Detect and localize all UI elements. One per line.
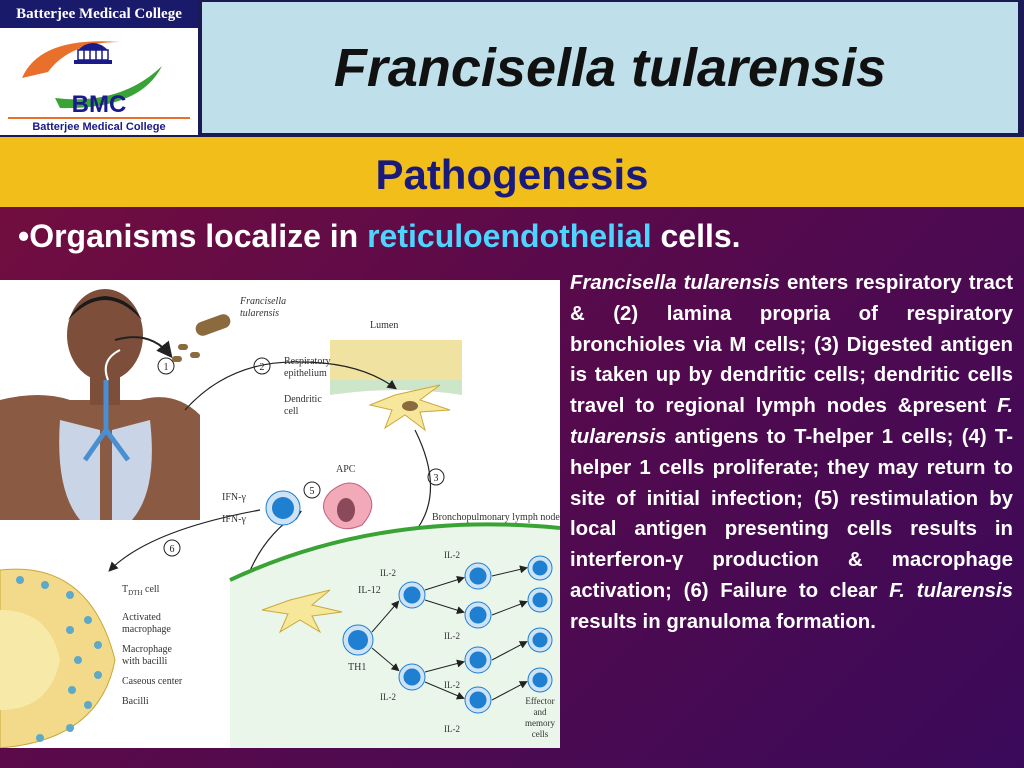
label-dendritic-1: Dendritic (284, 394, 322, 405)
label-effector-1: Effector (525, 696, 554, 706)
para-italic-3: F. tularensis (889, 579, 1013, 602)
step-5: 5 (310, 486, 315, 497)
label-il2-5: IL-2 (444, 680, 460, 690)
para-text-2: antigens to T-helper 1 cells; (4) T-help… (570, 425, 1013, 602)
label-activated-1: Activated (122, 612, 161, 623)
label-il2-2: IL-2 (444, 550, 460, 560)
label-il2-6: IL-2 (444, 724, 460, 734)
label-organism-2: tularensis (240, 308, 279, 319)
bmc-emblem-icon: BMC Batterjee Medical College (8, 41, 190, 133)
label-caseous: Caseous center (122, 676, 183, 687)
logo-subtitle: Batterjee Medical College (32, 121, 165, 133)
para-text-3: results in granuloma formation. (570, 610, 876, 633)
th1-cell-icon (342, 624, 374, 656)
step-1: 1 (164, 362, 169, 373)
college-logo: Batterjee Medical College BMC Batterjee … (0, 0, 200, 135)
lymph-dendritic-cell-icon (261, 589, 343, 634)
label-effector-4: cells (532, 729, 549, 739)
bullet-prefix: •Organisms localize in (18, 218, 368, 254)
label-ifn-2: IFN-γ (222, 514, 246, 525)
label-apc: APC (336, 464, 356, 475)
label-epithelium-2: epithelium (284, 368, 327, 379)
t-cell-icon (265, 490, 301, 526)
college-name: Batterjee Medical College (0, 0, 198, 28)
label-il2-1: IL-2 (380, 568, 396, 578)
title-box: Francisella tularensis (202, 2, 1018, 133)
bullet-point: •Organisms localize in reticuloendotheli… (18, 218, 741, 255)
slide-title: Francisella tularensis (333, 37, 887, 98)
header-bar: Batterjee Medical College BMC Batterjee … (0, 0, 1024, 137)
label-bacilli: Bacilli (122, 696, 149, 707)
step-2: 2 (260, 362, 265, 373)
proliferating-cells-icon (398, 555, 553, 714)
bullet-suffix: cells. (651, 218, 741, 254)
section-band: Pathogenesis (0, 137, 1024, 207)
pathogenesis-diagram: Francisella tularensis Lumen Respiratory… (0, 289, 560, 749)
label-organism-1: Francisella (239, 296, 286, 307)
label-tdth: TDTH cell (122, 584, 160, 597)
label-th1: TH1 (348, 662, 366, 673)
pathogenesis-description: Francisella tularensis enters respirator… (570, 268, 1013, 638)
granuloma-icon (0, 568, 116, 749)
label-il2-3: IL-2 (444, 631, 460, 641)
step-3: 3 (434, 473, 439, 484)
human-figure-icon (0, 289, 200, 520)
label-activated-2: macrophage (122, 624, 171, 635)
label-effector-2: and (534, 707, 547, 717)
label-il2-4: IL-2 (380, 692, 396, 702)
bacteria-icon (172, 314, 231, 362)
label-mac-bacilli-2: with bacilli (122, 656, 167, 667)
logo-abbrev: BMC (72, 91, 127, 118)
para-text-1: enters respiratory tract & (2) lamina pr… (570, 272, 1013, 418)
label-dendritic-2: cell (284, 406, 299, 417)
apc-cell-icon (323, 482, 373, 530)
label-lymph-node: Bronchopulmonary lymph node (432, 512, 560, 523)
label-mac-bacilli-1: Macrophage (122, 644, 173, 655)
label-effector-3: memory (525, 718, 555, 728)
label-ifn-1: IFN-γ (222, 492, 246, 503)
para-italic-2: F. tularensis (570, 395, 1013, 448)
section-title: Pathogenesis (375, 151, 649, 198)
step-6: 6 (170, 544, 175, 555)
dendritic-cell-icon (368, 384, 451, 432)
bullet-highlight: reticuloendothelial (367, 218, 652, 254)
label-il12: IL-12 (358, 585, 381, 596)
pathogenesis-figure: Francisella tularensis Lumen Respiratory… (0, 280, 560, 749)
label-lumen: Lumen (370, 320, 398, 331)
para-italic-1: Francisella tularensis (570, 272, 780, 294)
